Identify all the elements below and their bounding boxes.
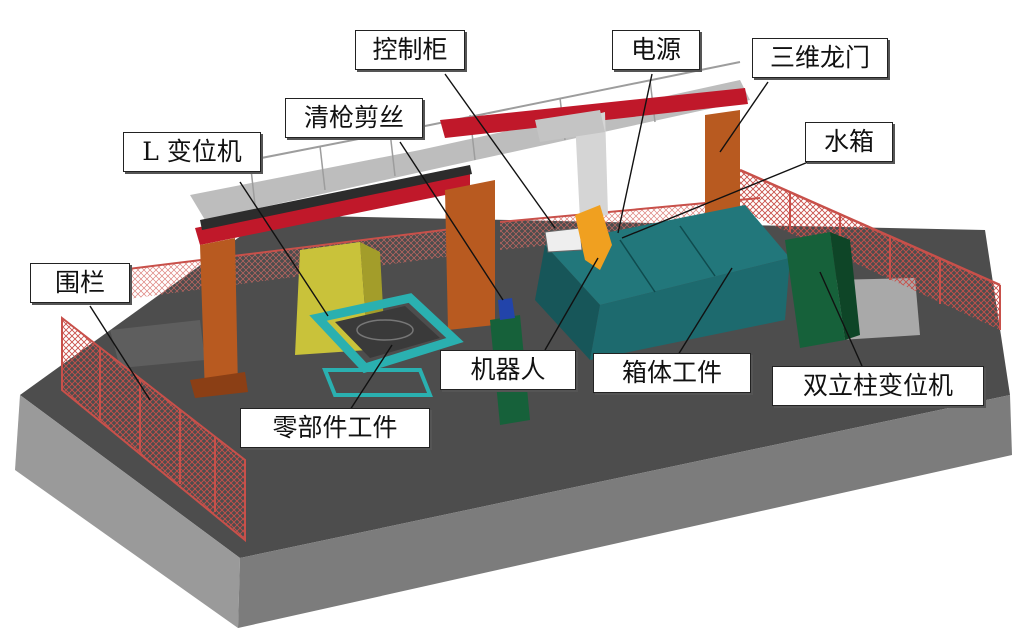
label-l-positioner: L 变位机 — [123, 132, 261, 172]
gantry-column-front-mid — [445, 180, 495, 330]
floor-patch-left — [110, 320, 205, 368]
leader-double-column-positioner — [819, 271, 863, 367]
leader-fence — [89, 305, 151, 401]
callout-leaders — [89, 73, 863, 411]
label-parts-workpiece: 零部件工件 — [240, 408, 430, 448]
label-water-tank: 水箱 — [805, 122, 893, 162]
platform-front-right — [238, 395, 1012, 628]
right-fence — [739, 168, 1001, 330]
label-gantry: 三维龙门 — [752, 38, 888, 78]
leader-parts-workpiece — [349, 344, 393, 411]
label-fence: 围栏 — [30, 263, 130, 303]
platform-front-left — [15, 395, 240, 628]
leader-torch-cleaning — [399, 141, 504, 301]
robot-body — [498, 110, 612, 320]
label-torch-cleaning: 清枪剪丝 — [285, 98, 423, 138]
torch-cleaning-station — [498, 298, 515, 320]
gantry-columns — [190, 110, 740, 398]
left-fence — [61, 315, 246, 543]
label-control-cabinet: 控制柜 — [355, 30, 465, 70]
leader-gantry — [719, 81, 769, 153]
gantry-beam-front — [195, 172, 470, 245]
gantry-column-front-left — [200, 238, 238, 395]
leader-l-positioner — [239, 181, 329, 317]
label-power-source: 电源 — [612, 30, 700, 70]
l-positioner — [295, 242, 464, 397]
leader-robot — [544, 257, 599, 351]
gantry-column-back-right — [705, 110, 740, 228]
leader-power-source — [617, 73, 653, 234]
leader-box-workpiece — [677, 267, 733, 356]
label-robot: 机器人 — [440, 350, 576, 390]
label-box-workpiece: 箱体工件 — [593, 353, 751, 393]
leader-control-cabinet — [444, 73, 556, 229]
label-double-column-positioner: 双立柱变位机 — [772, 366, 984, 406]
box-workpiece-body — [535, 205, 790, 360]
parts-workpiece-frame — [309, 293, 464, 374]
leader-water-tank — [621, 157, 819, 239]
